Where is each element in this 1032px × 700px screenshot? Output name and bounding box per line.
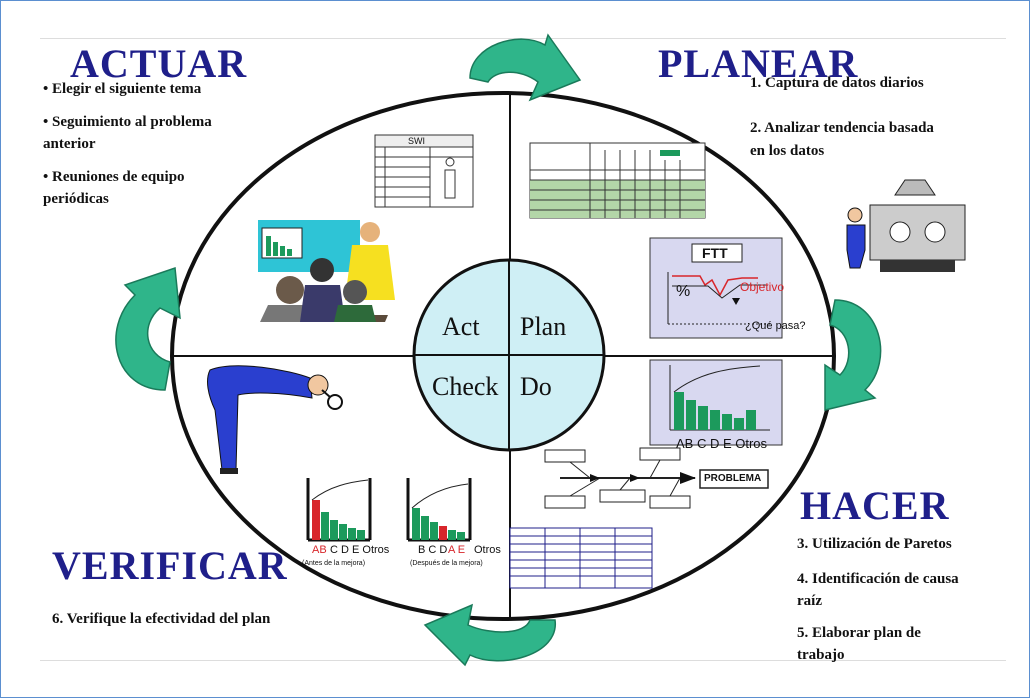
planear-item-1: 1. Captura de datos diarios bbox=[750, 75, 924, 91]
ftt-objetivo-label: Objetivo bbox=[740, 280, 785, 294]
ftt-percent-label: % bbox=[676, 283, 691, 300]
problema-label: PROBLEMA bbox=[704, 473, 762, 484]
ftt-que-pasa-label: ¿Qué pasa? bbox=[745, 320, 806, 332]
inspector-figure-illustration bbox=[207, 365, 343, 474]
planear-title: PLANEAR bbox=[658, 41, 859, 86]
pareto-axis-labels: AB C D E Otros bbox=[676, 436, 768, 451]
actuar-item-3: • Reuniones de equipo bbox=[43, 169, 185, 185]
after-caption: (Después de la mejora) bbox=[410, 560, 483, 567]
before-pareto-ab: AB bbox=[312, 544, 327, 556]
actuar-item-1: • Elegir el siguiente tema bbox=[43, 81, 202, 97]
swi-label: SWI bbox=[408, 136, 425, 146]
actuar-item-2b: anterior bbox=[43, 136, 96, 152]
before-caption: (Antes de la mejora) bbox=[302, 560, 366, 567]
hacer-item-3: 3. Utilización de Paretos bbox=[797, 536, 952, 552]
verificar-item-6: 6. Verifique la efectividad del plan bbox=[52, 611, 271, 627]
hacer-item-5: 5. Elaborar plan de bbox=[797, 625, 921, 641]
center-do-label: Do bbox=[520, 372, 552, 401]
actuar-item-3b: periódicas bbox=[43, 191, 109, 207]
actuar-title: ACTUAR bbox=[70, 41, 248, 86]
top-arrow-icon bbox=[469, 33, 582, 102]
hacer-item-4b: raíz bbox=[797, 593, 822, 609]
bottom-arrow-icon bbox=[423, 603, 556, 667]
planear-item-2b: en los datos bbox=[750, 143, 825, 159]
right-arrow-icon bbox=[824, 299, 882, 411]
verificar-title: VERIFICAR bbox=[52, 543, 288, 588]
center-check-label: Check bbox=[432, 372, 499, 401]
planear-item-2: 2. Analizar tendencia basada bbox=[750, 120, 934, 136]
hacer-title: HACER bbox=[800, 483, 950, 528]
center-plan-label: Plan bbox=[520, 312, 567, 341]
work-plan-table-illustration bbox=[509, 527, 653, 589]
team-meeting-illustration bbox=[258, 220, 395, 322]
swi-form-illustration bbox=[374, 134, 474, 208]
fishbone-diagram-illustration bbox=[544, 447, 769, 509]
ftt-label: FTT bbox=[702, 245, 728, 261]
hacer-item-4: 4. Identificación de causa bbox=[797, 571, 959, 587]
center-act-label: Act bbox=[442, 312, 480, 341]
machine-worker-illustration bbox=[846, 179, 966, 272]
pareto-chart-illustration bbox=[649, 359, 783, 446]
ftt-chart-illustration bbox=[649, 237, 783, 339]
before-pareto-rest: C D E Otros bbox=[330, 544, 390, 556]
left-arrow-icon bbox=[115, 266, 181, 391]
after-pareto-illustration bbox=[406, 478, 472, 542]
before-pareto-illustration bbox=[306, 478, 372, 542]
data-spreadsheet-illustration bbox=[529, 142, 706, 219]
bottom-divider bbox=[40, 660, 1006, 661]
after-pareto-bcd: B C D bbox=[418, 544, 448, 556]
hacer-item-5b: trabajo bbox=[797, 647, 845, 663]
after-pareto-rest: Otros bbox=[474, 544, 501, 556]
actuar-item-2: • Seguimiento al problema bbox=[43, 114, 212, 130]
after-pareto-ae: A E bbox=[448, 544, 466, 556]
